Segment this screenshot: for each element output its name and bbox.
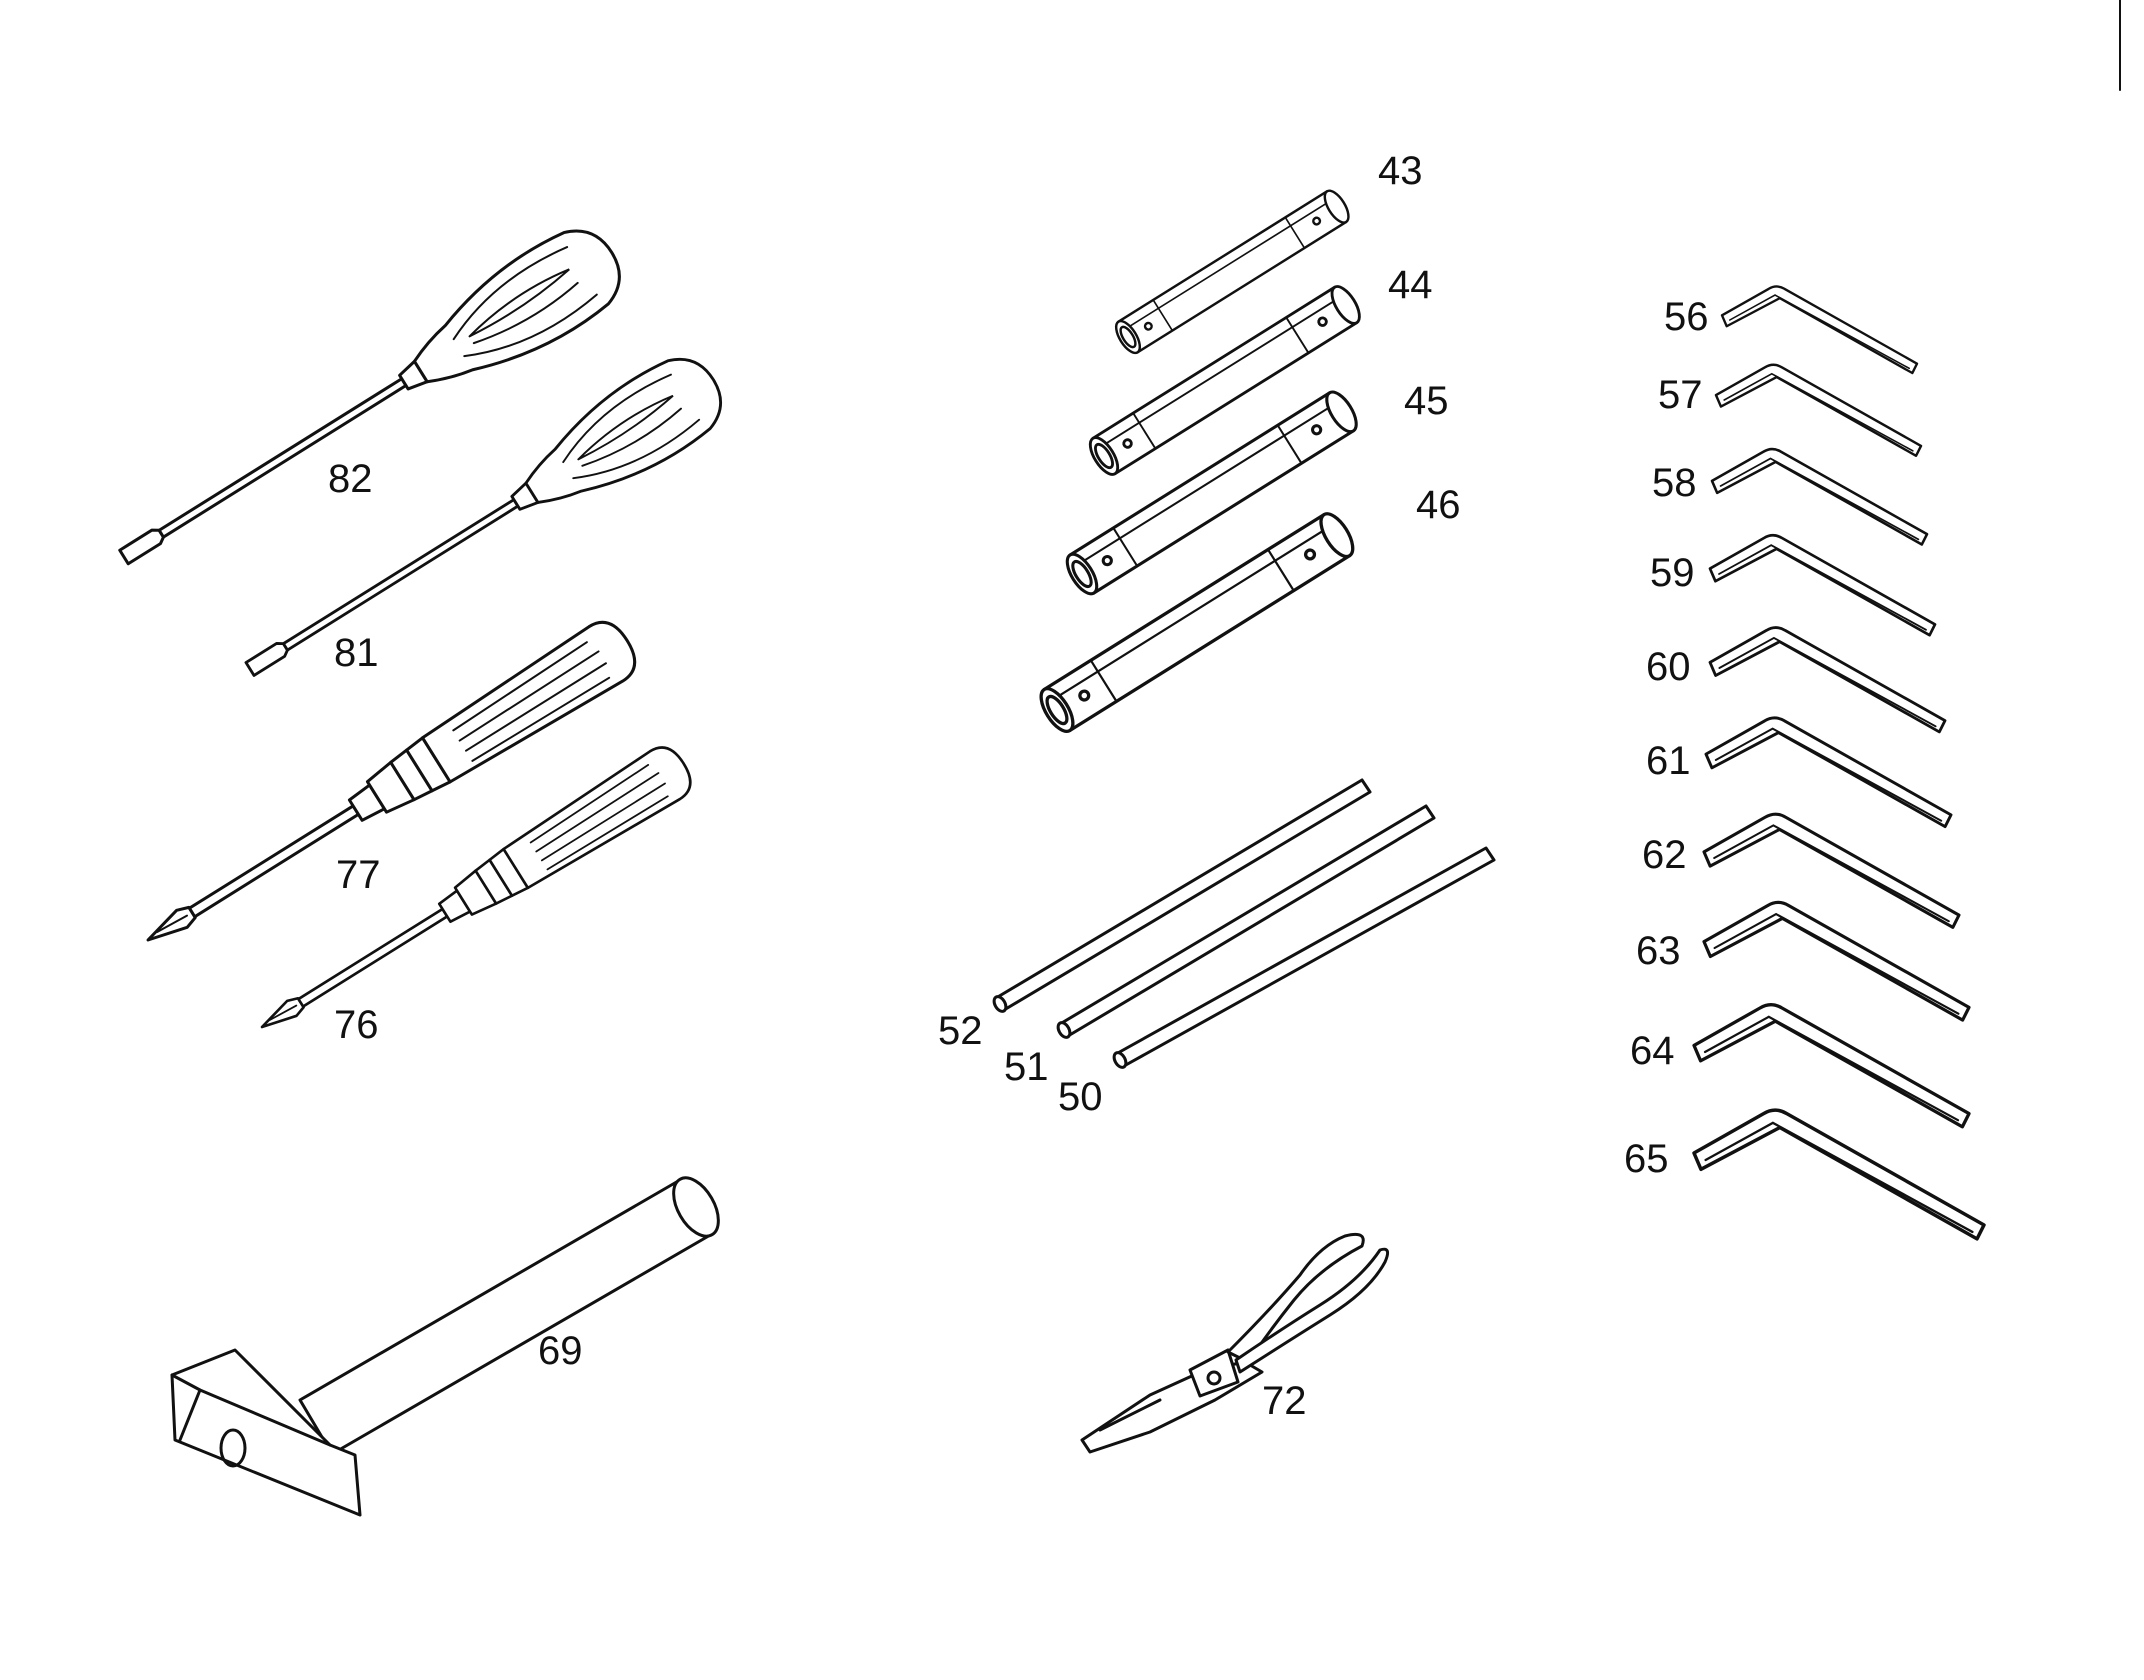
label-43: 43 <box>1378 149 1423 193</box>
label-46: 46 <box>1416 483 1461 527</box>
flat-screwdriver-81 <box>226 342 738 707</box>
label-45: 45 <box>1404 379 1449 423</box>
label-58: 58 <box>1652 461 1697 505</box>
tommy-bar-51 <box>1056 804 1436 1039</box>
label-57: 57 <box>1658 373 1703 417</box>
hex-key-56 <box>1720 285 1919 375</box>
hex-key-57 <box>1714 363 1923 457</box>
label-44: 44 <box>1388 263 1433 307</box>
hex-key-63 <box>1702 900 1971 1022</box>
label-77: 77 <box>336 853 381 897</box>
label-65: 65 <box>1624 1137 1669 1181</box>
label-60: 60 <box>1646 645 1691 689</box>
label-69: 69 <box>538 1329 583 1373</box>
phillips-screwdriver-76 <box>245 738 700 1053</box>
label-63: 63 <box>1636 929 1681 973</box>
label-52: 52 <box>938 1009 983 1053</box>
label-62: 62 <box>1642 833 1687 877</box>
label-82: 82 <box>328 457 373 501</box>
tommy-bar-50 <box>1112 846 1496 1069</box>
label-51: 51 <box>1004 1045 1049 1089</box>
label-61: 61 <box>1646 739 1691 783</box>
label-81: 81 <box>334 631 379 675</box>
label-59: 59 <box>1650 551 1695 595</box>
hex-key-62 <box>1702 812 1961 929</box>
hex-key-58 <box>1710 447 1929 546</box>
hex-key-59 <box>1708 533 1937 637</box>
label-64: 64 <box>1630 1029 1675 1073</box>
phillips-screwdriver-77 <box>129 611 646 969</box>
hex-key-65 <box>1692 1108 1986 1241</box>
label-50: 50 <box>1058 1075 1103 1119</box>
label-56: 56 <box>1664 295 1709 339</box>
hex-key-60 <box>1708 626 1947 734</box>
tommy-bar-52 <box>992 778 1372 1013</box>
label-76: 76 <box>334 1003 379 1047</box>
hammer-69 <box>170 1176 720 1517</box>
flat-screwdriver-82 <box>98 212 637 597</box>
tube-wrench-46 <box>1033 507 1361 739</box>
pliers-72 <box>1080 1232 1390 1454</box>
hex-key-61 <box>1704 716 1953 829</box>
hex-key-64 <box>1692 1003 1971 1129</box>
label-72: 72 <box>1262 1379 1307 1423</box>
